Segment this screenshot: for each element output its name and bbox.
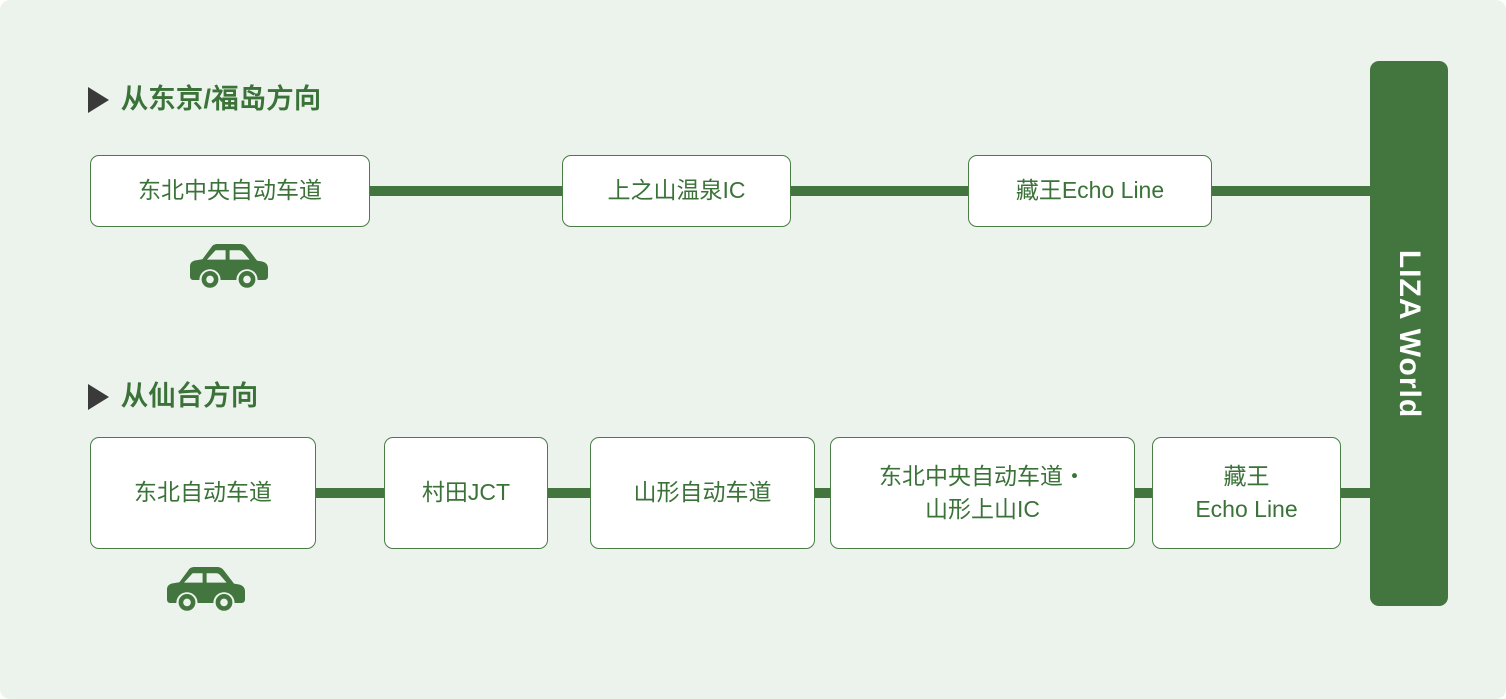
- route-node[interactable]: 东北中央自动车道: [90, 155, 370, 227]
- route-node-line1: 东北中央自动车道・: [879, 462, 1086, 489]
- connector-row2-1: [313, 488, 387, 498]
- route-node[interactable]: 藏王 Echo Line: [1152, 437, 1341, 549]
- route-node[interactable]: 东北中央自动车道・ 山形上山IC: [830, 437, 1135, 549]
- route-node-line2: Echo Line: [1195, 496, 1298, 522]
- connector-row2-4: [1132, 488, 1155, 498]
- triangle-right-icon: [88, 383, 109, 410]
- connector-row1-2: [788, 186, 972, 196]
- route-node[interactable]: 村田JCT: [384, 437, 548, 549]
- route-node-line2: 山形上山IC: [925, 496, 1040, 522]
- route-node[interactable]: 藏王Echo Line: [968, 155, 1212, 227]
- connector-row2-5: [1338, 488, 1376, 498]
- destination-bar[interactable]: LIZA World: [1370, 61, 1448, 606]
- route-node-line1: 藏王: [1223, 462, 1270, 489]
- section-heading-label: 从东京/福岛方向: [121, 84, 322, 114]
- route-node[interactable]: 上之山温泉IC: [562, 155, 791, 227]
- route-node[interactable]: 东北自动车道: [90, 437, 316, 549]
- section-heading-label: 从仙台方向: [121, 381, 259, 411]
- destination-label: LIZA World: [1393, 249, 1426, 418]
- connector-row1-3: [1208, 186, 1376, 196]
- car-icon: [190, 244, 268, 288]
- route-node[interactable]: 山形自动车道: [590, 437, 815, 549]
- section-heading-sendai: 从仙台方向: [88, 383, 259, 410]
- connector-row2-2: [545, 488, 593, 498]
- section-heading-tokyo-fukushima: 从东京/福岛方向: [88, 86, 322, 113]
- triangle-right-icon: [88, 86, 109, 113]
- car-icon: [167, 567, 245, 611]
- connector-row2-3: [812, 488, 833, 498]
- connector-row1-1: [368, 186, 566, 196]
